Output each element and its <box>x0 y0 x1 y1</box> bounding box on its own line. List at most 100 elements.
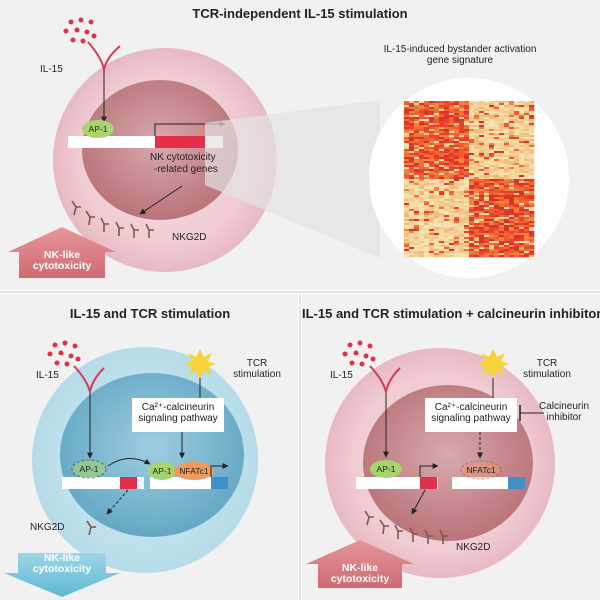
heatmap-cell <box>524 131 530 134</box>
heatmap-cell <box>514 131 520 134</box>
heatmap-cell <box>459 103 465 106</box>
heatmap-cell <box>434 113 440 116</box>
heatmap-cell <box>429 191 435 194</box>
heatmap-cell <box>464 249 470 252</box>
heatmap-cell <box>454 127 460 130</box>
heatmap-cell <box>454 155 460 158</box>
heatmap-cell <box>504 201 510 204</box>
heatmap-cell <box>419 225 425 228</box>
heatmap-cell <box>449 163 455 166</box>
heatmap-cell <box>479 113 485 116</box>
heatmap-cell <box>429 119 435 122</box>
heatmap-cell <box>459 105 465 108</box>
heatmap-cell <box>509 191 515 194</box>
heatmap-cell <box>499 169 505 172</box>
heatmap-cell <box>454 235 460 238</box>
heatmap-cell <box>499 207 505 210</box>
heatmap-cell <box>404 131 410 134</box>
heatmap-cell <box>424 141 430 144</box>
heatmap-cell <box>449 213 455 216</box>
heatmap-cell <box>499 107 505 110</box>
heatmap-cell <box>444 151 450 154</box>
heatmap-cell <box>524 121 530 124</box>
heatmap-cell <box>459 249 465 252</box>
heatmap-cell <box>499 243 505 246</box>
heatmap-cell <box>444 161 450 164</box>
heatmap-cell <box>524 103 530 106</box>
heatmap-cell <box>434 225 440 228</box>
heatmap-cell <box>529 193 535 196</box>
heatmap-cell <box>454 183 460 186</box>
heatmap-cell <box>464 111 470 114</box>
heatmap-cell <box>469 143 475 146</box>
heatmap-cell <box>499 225 505 228</box>
heatmap-cell <box>524 125 530 128</box>
heatmap-cell <box>429 163 435 166</box>
heatmap-cell <box>449 127 455 130</box>
heatmap-cell <box>509 117 515 120</box>
heatmap-cell <box>449 251 455 254</box>
heatmap-cell <box>429 175 435 178</box>
heatmap-cell <box>474 181 480 184</box>
heatmap-cell <box>524 251 530 254</box>
heatmap-cell <box>449 139 455 142</box>
heatmap-cell <box>509 131 515 134</box>
heatmap-cell <box>424 171 430 174</box>
heatmap-cell <box>449 225 455 228</box>
heatmap-cell <box>469 123 475 126</box>
heatmap-cell <box>439 131 445 134</box>
heatmap-cell <box>514 205 520 208</box>
heatmap-cell <box>404 215 410 218</box>
heatmap-cell <box>474 113 480 116</box>
heatmap-cell <box>424 173 430 176</box>
heatmap-cell <box>404 231 410 234</box>
heatmap-cell <box>429 143 435 146</box>
heatmap-cell <box>499 135 505 138</box>
heatmap-cell <box>504 137 510 140</box>
heatmap-cell <box>449 155 455 158</box>
heatmap-cell <box>469 125 475 128</box>
heatmap-cell <box>434 255 440 258</box>
heatmap-cell <box>424 185 430 188</box>
heatmap-cell <box>439 153 445 156</box>
heatmap-cell <box>439 101 445 104</box>
heatmap-cell <box>489 105 495 108</box>
heatmap-cell <box>409 139 415 142</box>
heatmap-cell <box>509 247 515 250</box>
heatmap-cell <box>524 127 530 130</box>
heatmap-cell <box>479 183 485 186</box>
heatmap-cell <box>509 241 515 244</box>
heatmap-cell <box>424 225 430 228</box>
heatmap-cell <box>414 177 420 180</box>
heatmap-cell <box>519 129 525 132</box>
heatmap-cell <box>479 119 485 122</box>
heatmap-cell <box>404 129 410 132</box>
heatmap-cell <box>504 253 510 256</box>
heatmap-cell <box>464 141 470 144</box>
heatmap-cell <box>489 117 495 120</box>
heatmap-cell <box>444 147 450 150</box>
heatmap-cell <box>514 181 520 184</box>
heatmap-cell <box>529 217 535 220</box>
heatmap-cell <box>524 231 530 234</box>
top-genes-line1: NK cytotoxicity <box>150 152 216 163</box>
heatmap-cell <box>429 225 435 228</box>
heatmap-cell <box>454 191 460 194</box>
heatmap-cell <box>409 159 415 162</box>
heatmap-cell <box>479 199 485 202</box>
heatmap-cell <box>404 187 410 190</box>
bl-tcr-line1: TCR <box>246 358 268 369</box>
heatmap-cell <box>429 199 435 202</box>
heatmap-cell <box>439 191 445 194</box>
heatmap-cell <box>514 167 520 170</box>
heatmap-cell <box>419 217 425 220</box>
heatmap-cell <box>459 155 465 158</box>
heatmap-cell <box>499 213 505 216</box>
heatmap-cell <box>424 157 430 160</box>
heatmap-cell <box>464 235 470 238</box>
heatmap-cell <box>504 145 510 148</box>
heatmap-cell <box>459 197 465 200</box>
heatmap-cell <box>479 191 485 194</box>
heatmap-cell <box>494 183 500 186</box>
heatmap-cell <box>514 197 520 200</box>
